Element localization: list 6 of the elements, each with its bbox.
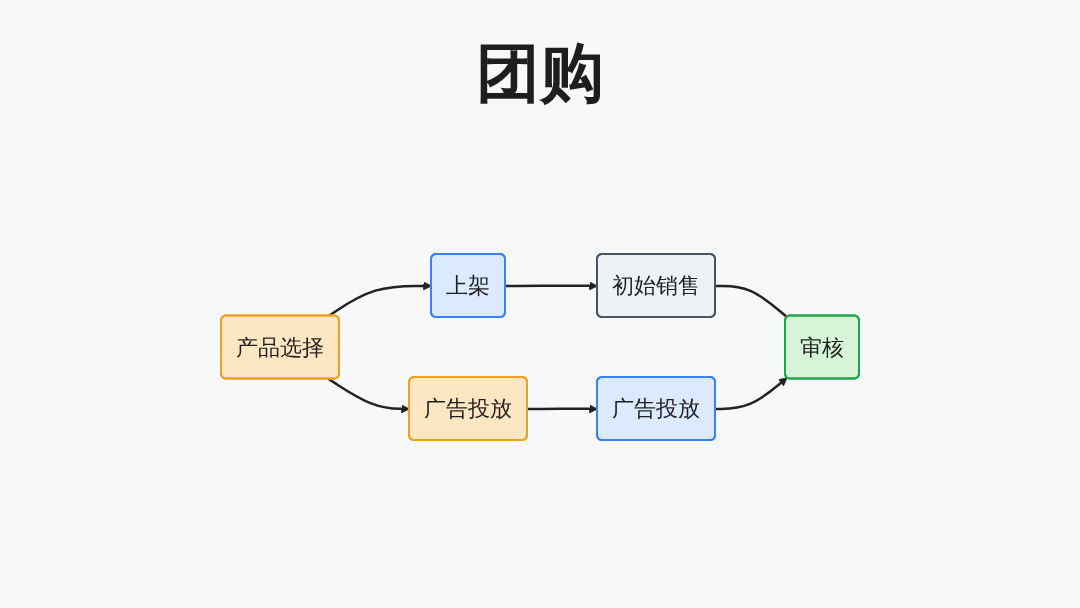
- arrow: [715, 377, 788, 411]
- arrow: [527, 404, 598, 414]
- connector: [715, 284, 788, 319]
- arrow: [505, 281, 598, 291]
- arrow: [327, 377, 410, 414]
- title: 团购: [476, 35, 604, 112]
